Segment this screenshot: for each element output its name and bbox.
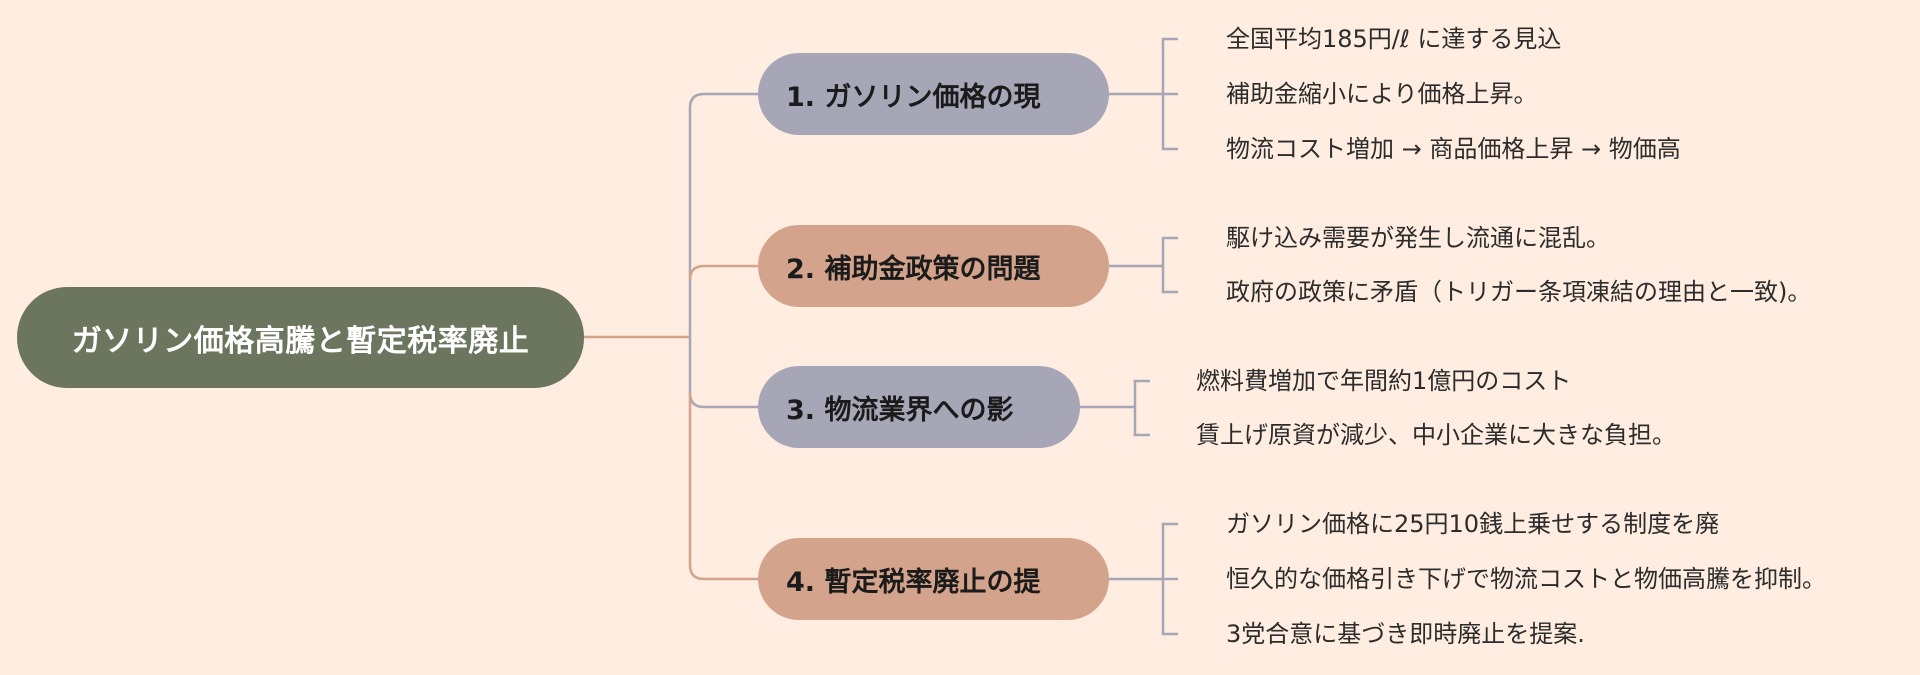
- subtopic-4-1[interactable]: ガソリン価格に25円10銭上乗せする制度を廃: [1226, 510, 1720, 538]
- branch-connector-1: [688, 92, 758, 337]
- subtopic-1-3[interactable]: 物流コスト増加 → 商品価格上昇 → 物価高: [1226, 135, 1681, 163]
- subtopic-1-2[interactable]: 補助金縮小により価格上昇。: [1226, 80, 1538, 108]
- subtopic-1-1[interactable]: 全国平均185円/ℓ に達する見込: [1226, 25, 1562, 53]
- subtopic-3-2[interactable]: 賃上げ原資が減少、中小企業に大きな負担。: [1196, 421, 1676, 449]
- subtopic-2-2[interactable]: 政府の政策に矛盾（トリガー条項凍結の理由と一致)。: [1226, 278, 1812, 306]
- subtopic-2-1[interactable]: 駆け込み需要が発生し流通に混乱。: [1226, 224, 1610, 252]
- topic-logistics-impact[interactable]: 3. 物流業界への影: [758, 366, 1080, 448]
- subtopic-3-1[interactable]: 燃料費増加で年間約1億円のコスト: [1196, 367, 1572, 395]
- topic-subsidy-policy[interactable]: 2. 補助金政策の問題: [758, 225, 1109, 307]
- branch-connector-4: [688, 393, 758, 581]
- branch-connector-3: [688, 337, 758, 409]
- branch-connector-2: [688, 264, 758, 281]
- leaf-connector-2: [1109, 236, 1178, 294]
- central-topic[interactable]: ガソリン価格高騰と暫定税率廃止: [17, 287, 584, 388]
- subtopic-4-3[interactable]: 3党合意に基づき即時廃止を提案.: [1226, 620, 1585, 648]
- topic-tax-abolition[interactable]: 4. 暫定税率廃止の提: [758, 538, 1109, 620]
- subtopic-4-2[interactable]: 恒久的な価格引き下げで物流コストと物価高騰を抑制。: [1226, 565, 1826, 593]
- leaf-connector-3: [1080, 379, 1150, 437]
- topic-gasoline-price[interactable]: 1. ガソリン価格の現: [758, 53, 1109, 135]
